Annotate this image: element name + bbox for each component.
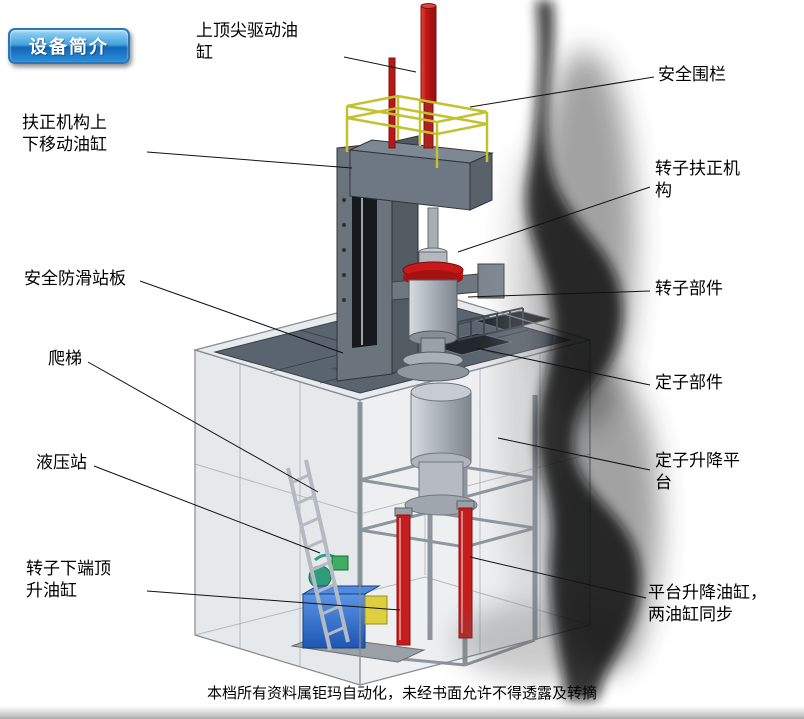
ladder — [286, 459, 350, 651]
stator-assembly — [404, 382, 478, 516]
callout-ladder: 爬梯 — [48, 349, 82, 368]
bottom-gradient-bar — [0, 706, 804, 719]
platform-lift-cylinders — [394, 500, 475, 646]
callout-hydraulic-station: 液压站 — [36, 453, 87, 472]
leader-centering-cylinder — [146, 151, 353, 169]
leader-platform-cylinders — [469, 556, 647, 599]
leader-stator-platform — [497, 437, 651, 471]
title-badge: 设备简介 — [8, 28, 130, 64]
leader-stator-part — [475, 347, 651, 386]
leader-rotor-centering — [457, 186, 651, 253]
callout-rotor-bottom-jack-cylinder: 转子下端顶升油缸 — [26, 559, 111, 601]
callout-safety-fence: 安全围栏 — [658, 65, 726, 84]
leader-anti-slip — [139, 280, 344, 354]
callout-centering-move-cylinder: 扶正机构上下移动油缸 — [22, 113, 107, 155]
safety-fence — [345, 94, 489, 168]
leader-rotor-part — [467, 290, 651, 298]
leader-top-drive-cylinder — [343, 56, 417, 73]
callout-stator-part: 定子部件 — [655, 373, 723, 392]
callout-platform-lift-cylinders: 平台升降油缸，两油缸同步 — [648, 583, 767, 625]
leader-lines — [87, 56, 655, 611]
rotor-assembly — [391, 207, 505, 382]
callout-rotor-part: 转子部件 — [655, 279, 723, 298]
callout-anti-slip-platform: 安全防滑站板 — [24, 269, 126, 288]
callout-rotor-centering-mechanism: 转子扶正机构 — [655, 159, 740, 201]
callout-top-drive-cylinder: 上顶尖驱动油缸 — [196, 21, 298, 63]
leader-ladder — [87, 361, 319, 493]
leader-rotor-bottom-cylinder — [146, 590, 401, 611]
leader-safety-fence — [469, 76, 655, 108]
callout-stator-lift-platform: 定子升降平台 — [655, 451, 740, 493]
leader-hydraulic — [93, 465, 321, 554]
head-assembly — [348, 139, 494, 211]
footer-note: 本档所有资料属钜玛自动化，未经书面允许不得透露及转摘 — [206, 686, 597, 702]
